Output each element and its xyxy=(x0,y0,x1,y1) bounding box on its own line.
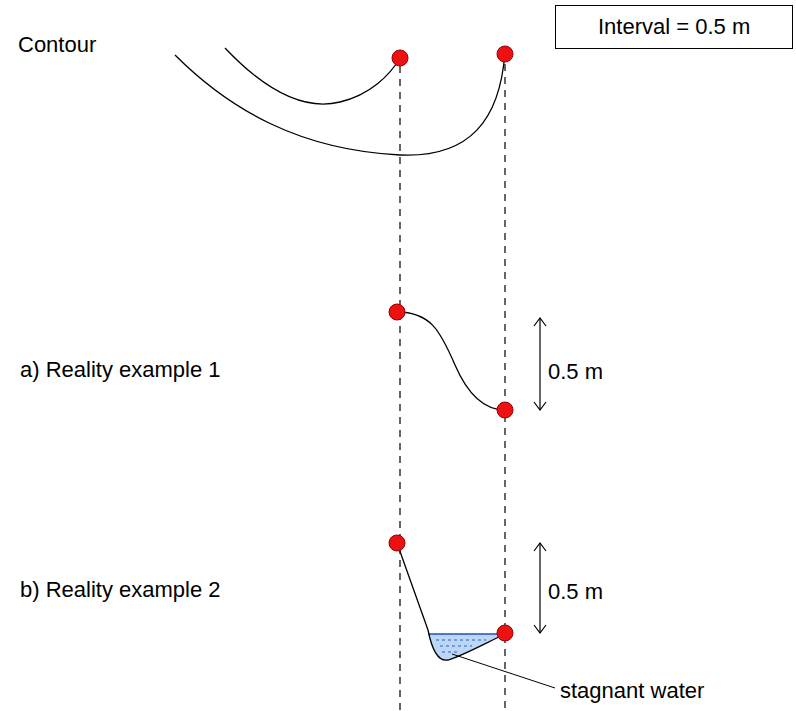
terrain-profile xyxy=(397,543,505,660)
dashed-guide xyxy=(504,64,505,711)
point-marker xyxy=(497,625,513,641)
water-surface xyxy=(428,633,505,634)
water-body xyxy=(428,634,505,660)
contour-line xyxy=(175,52,505,155)
dimension-label: 0.5 m xyxy=(548,579,603,604)
point-marker xyxy=(389,304,405,320)
example-label: a) Reality example 1 xyxy=(20,357,221,382)
point-marker xyxy=(392,50,408,66)
point-marker xyxy=(497,402,513,418)
point-marker xyxy=(389,535,405,551)
terrain-profile xyxy=(397,312,505,410)
leader-line xyxy=(452,654,555,688)
heading-label: Contour xyxy=(18,32,96,57)
dashed-guide xyxy=(399,66,400,711)
point-marker xyxy=(497,46,513,62)
dimension-label: 0.5 m xyxy=(548,359,603,384)
box-text: Interval = 0.5 m xyxy=(598,14,750,39)
legend-box: Interval = 0.5 m xyxy=(555,5,793,49)
example-label: b) Reality example 2 xyxy=(20,577,221,602)
contour-line xyxy=(225,48,400,104)
callout-label: stagnant water xyxy=(560,678,704,703)
